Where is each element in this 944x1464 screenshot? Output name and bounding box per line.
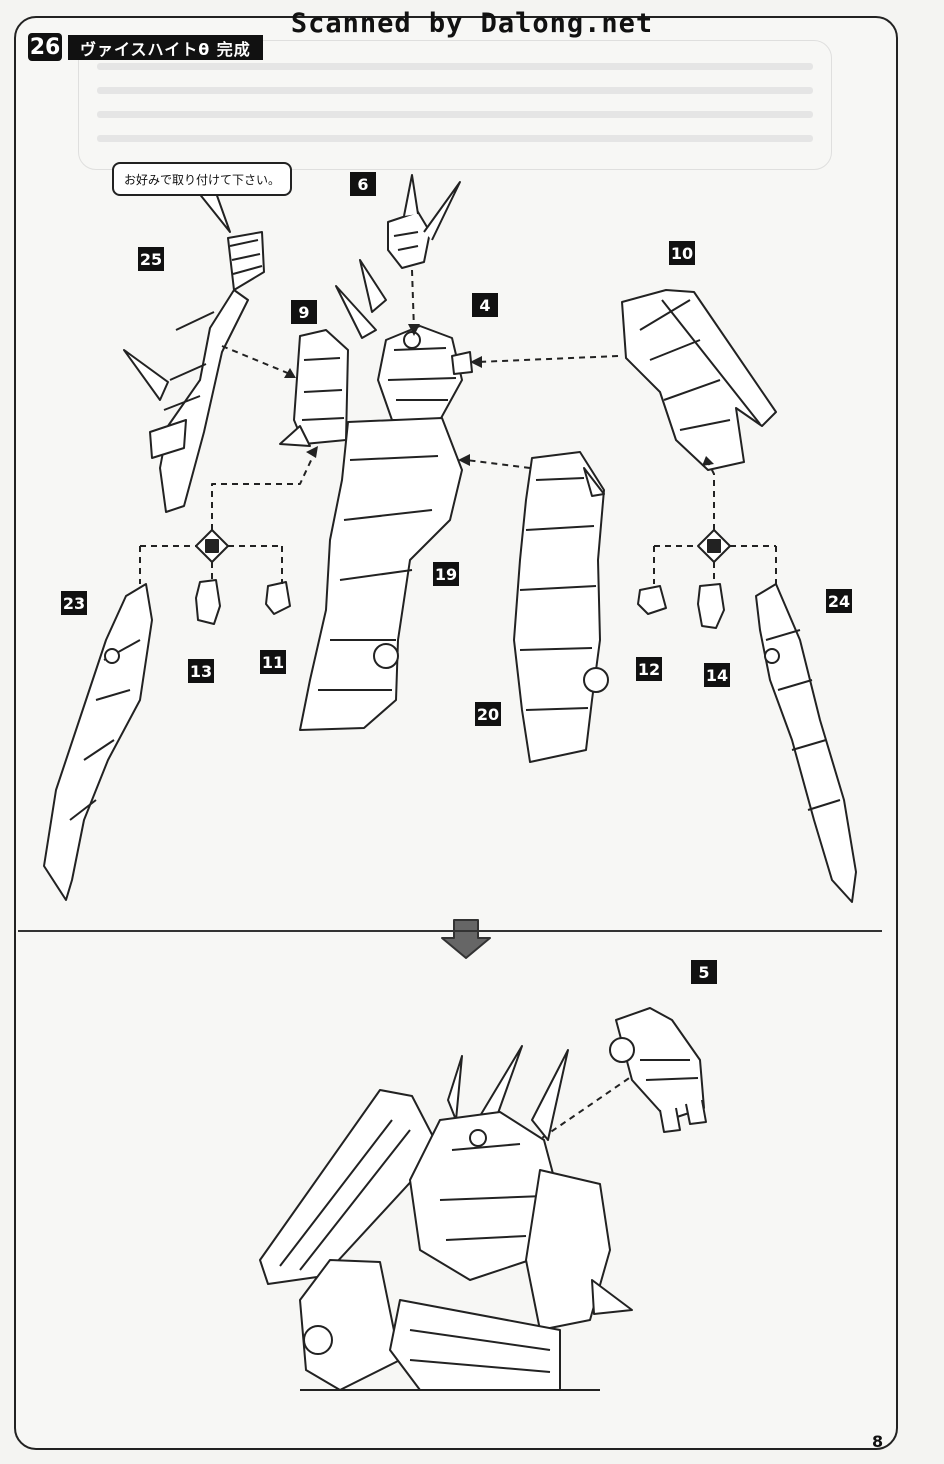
option-diamond-right-icon <box>697 529 731 563</box>
completed-model-illustration <box>259 1045 633 1391</box>
part-label-4: 4 <box>472 293 498 317</box>
part-label-24: 24 <box>826 589 852 613</box>
assembly-guide-lines <box>139 269 777 1161</box>
optional-attachment-callout: お好みで取り付けて下さい。 <box>112 162 292 196</box>
main-body-illustration <box>299 259 473 731</box>
part-label-10: 10 <box>669 241 695 265</box>
section-divider <box>18 930 882 932</box>
part-label-25: 25 <box>138 247 164 271</box>
part-label-6: 6 <box>350 172 376 196</box>
watermark: Scanned by Dalong.net <box>290 8 654 39</box>
hand-part-12-illustration <box>637 585 667 615</box>
part-label-20: 20 <box>475 702 501 726</box>
thruster-part-illustration <box>123 231 265 513</box>
shoulder-part-illustration <box>279 329 349 447</box>
down-arrow-icon <box>441 919 491 959</box>
backpack-part-illustration <box>609 1007 707 1133</box>
head-part-illustration <box>387 174 461 269</box>
step-number: 26 <box>28 33 62 61</box>
faded-background-notice <box>78 40 832 170</box>
page-number: 8 <box>872 1432 884 1451</box>
part-label-5: 5 <box>691 960 717 984</box>
part-label-23: 23 <box>61 591 87 615</box>
part-label-11: 11 <box>260 650 286 674</box>
left-rifle-illustration <box>43 583 153 901</box>
leg-part-illustration <box>513 451 609 763</box>
part-label-13: 13 <box>188 659 214 683</box>
hand-part-14-illustration <box>697 583 725 629</box>
part-label-12: 12 <box>636 657 662 681</box>
part-label-9: 9 <box>291 300 317 324</box>
hand-part-11-illustration <box>265 581 291 615</box>
hand-part-13-illustration <box>195 579 221 625</box>
step-title: ヴァイスハイトθ 完成 <box>68 35 263 60</box>
callout-pointer <box>197 189 231 233</box>
wing-binder-illustration <box>621 289 777 471</box>
part-label-14: 14 <box>704 663 730 687</box>
part-label-19: 19 <box>433 562 459 586</box>
right-rifle-illustration <box>755 583 857 903</box>
option-diamond-left-icon <box>195 529 229 563</box>
